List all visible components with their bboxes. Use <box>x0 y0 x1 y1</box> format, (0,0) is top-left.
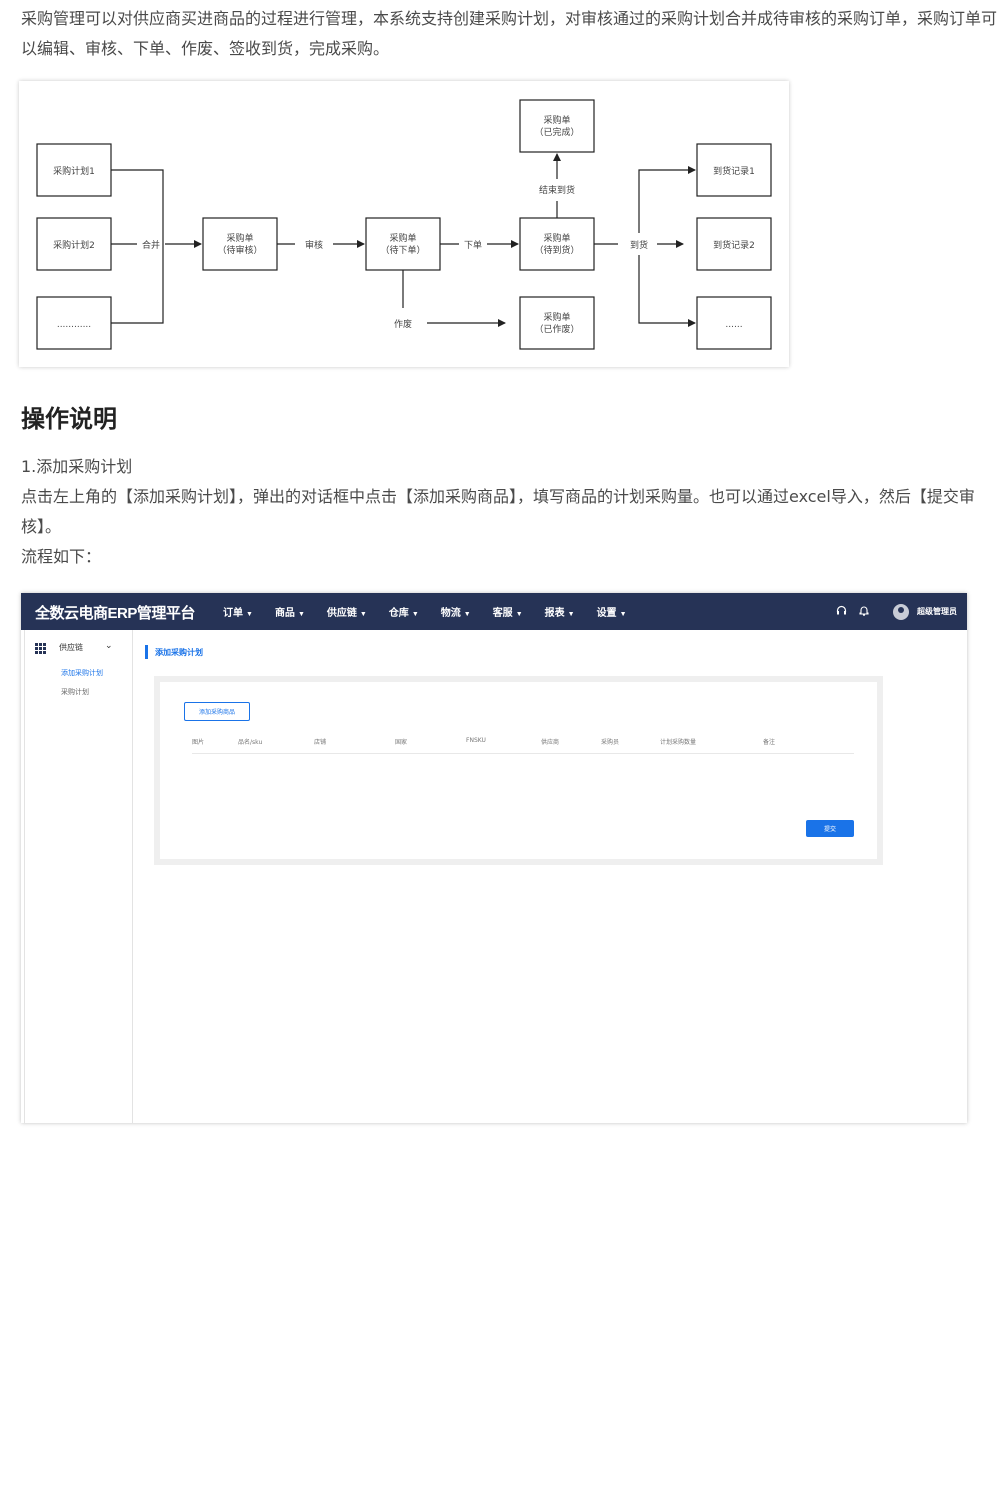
nav-logistics[interactable]: 物流▼ <box>440 608 471 619</box>
node-record2 <box>696 217 772 271</box>
sidebar-item-plans[interactable]: 采购计划 <box>61 688 89 696</box>
nav-reports[interactable]: 报表▼ <box>544 608 575 619</box>
nav-products[interactable]: 商品▼ <box>274 608 305 619</box>
node-record1 <box>696 143 772 197</box>
label-order: 下单 <box>464 239 482 251</box>
label-record1: 到货记录1 <box>713 165 755 177</box>
nav-warehouse[interactable]: 仓库▼ <box>388 608 419 619</box>
sidebar-group-label: 供应链 <box>59 643 83 652</box>
nav-supply-chain[interactable]: 供应链▼ <box>326 608 367 619</box>
caret-down-icon: ▼ <box>297 611 305 618</box>
label-pending-review-2: （待审核） <box>217 244 262 256</box>
label-void: 作废 <box>394 318 412 330</box>
caret-down-icon: ▼ <box>246 611 253 618</box>
col-image: 图片 <box>192 739 205 746</box>
caret-down-icon: ▼ <box>411 611 419 618</box>
nav-settings[interactable]: 设置▼ <box>596 608 627 619</box>
caret-down-icon: ▼ <box>619 611 627 618</box>
step1-title: 1.添加采购计划 <box>21 457 133 476</box>
submit-button[interactable]: 提交 <box>806 820 854 837</box>
intro-paragraph: 采购管理可以对供应商买进商品的过程进行管理，本系统支持创建采购计划，对审核通过的… <box>21 9 998 58</box>
breadcrumb: 添加采购计划 <box>155 648 203 657</box>
label-plan-more: ............ <box>57 320 91 330</box>
nav-orders[interactable]: 订单▼ <box>223 608 253 619</box>
label-pending-arrival-2: （待到货） <box>534 244 579 256</box>
app-screenshot: 全数云电商ERP管理平台 订单▼ 商品▼ 供应链▼ 仓库▼ 物流▼ 客服▼ 报表… <box>21 593 967 1123</box>
section-title: 操作说明 <box>21 405 117 433</box>
node-plan2 <box>36 217 112 271</box>
step1-description: 点击左上角的【添加采购计划】，弹出的对话框中点击【添加采购商品】，填写商品的计划… <box>21 487 975 536</box>
bell-icon[interactable] <box>859 605 869 619</box>
label-review: 审核 <box>305 239 323 251</box>
col-remark: 备注 <box>763 739 776 746</box>
col-supplier: 供应商 <box>541 739 560 746</box>
col-name-sku: 品名/sku <box>238 739 263 746</box>
label-pending-order-1: 采购单 <box>389 232 416 244</box>
avatar[interactable] <box>893 603 909 620</box>
main-nav: 订单▼ 商品▼ 供应链▼ 仓库▼ 物流▼ 客服▼ 报表▼ 设置▼ <box>223 593 649 630</box>
node-plan1 <box>36 143 112 197</box>
flowchart: 采购计划1 采购计划2 ............ 合并 采购单 （待审核） 审核… <box>19 81 789 367</box>
label-completed-2: （已完成） <box>534 126 579 138</box>
node-voided <box>519 296 595 350</box>
user-name[interactable]: 超级管理员 <box>917 607 957 616</box>
label-plan1: 采购计划1 <box>53 165 95 177</box>
label-voided-1: 采购单 <box>543 311 570 323</box>
chevron-down-icon: ⌄ <box>105 641 113 651</box>
caret-down-icon: ▼ <box>359 611 367 618</box>
headset-icon[interactable] <box>836 605 847 619</box>
node-record-more <box>696 296 772 350</box>
node-pending-review <box>202 217 278 271</box>
label-voided-2: （已作废） <box>534 323 579 335</box>
caret-down-icon: ▼ <box>515 611 523 618</box>
top-navbar: 全数云电商ERP管理平台 订单▼ 商品▼ 供应链▼ 仓库▼ 物流▼ 客服▼ 报表… <box>21 593 967 630</box>
flow-label: 流程如下： <box>21 547 102 566</box>
node-plan-more <box>36 296 112 350</box>
add-goods-button[interactable]: 添加采购商品 <box>184 702 250 721</box>
node-completed <box>519 99 595 153</box>
dialog-frame: 添加采购商品 图片 品名/sku 店铺 国家 FNSKU 供应商 采购员 计划采… <box>154 676 883 865</box>
label-finish-arrival: 结束到货 <box>539 184 575 196</box>
sidebar: 供应链 ⌄ 添加采购计划 采购计划 <box>24 630 133 1123</box>
flowchart-svg: 采购计划1 采购计划2 ............ 合并 采购单 （待审核） 审核… <box>36 99 772 350</box>
breadcrumb-marker <box>145 645 148 659</box>
col-plan-qty: 计划采购数量 <box>660 739 697 746</box>
label-merge: 合并 <box>142 239 160 251</box>
topbar-right: 超级管理员 <box>824 593 957 630</box>
brand-logo: 全数云电商ERP管理平台 <box>35 605 195 622</box>
label-record-more: ...... <box>725 320 742 330</box>
col-buyer: 采购员 <box>601 739 620 746</box>
label-plan2: 采购计划2 <box>53 239 95 251</box>
label-arrival: 到货 <box>630 239 648 251</box>
grid-icon <box>35 643 46 654</box>
label-completed-1: 采购单 <box>543 114 570 126</box>
sidebar-group-supply-chain[interactable]: 供应链 ⌄ <box>35 641 125 656</box>
label-pending-review-1: 采购单 <box>226 232 253 244</box>
sidebar-item-add-plan[interactable]: 添加采购计划 <box>61 669 103 677</box>
label-pending-arrival-1: 采购单 <box>543 232 570 244</box>
node-pending-arrival <box>519 217 595 271</box>
col-shop: 店铺 <box>314 739 327 746</box>
node-pending-order <box>365 217 441 271</box>
label-record2: 到货记录2 <box>713 239 755 251</box>
table-header: 图片 品名/sku 店铺 国家 FNSKU 供应商 采购员 计划采购数量 备注 <box>192 737 854 754</box>
col-country: 国家 <box>395 739 408 746</box>
caret-down-icon: ▼ <box>463 611 471 618</box>
dialog-panel: 添加采购商品 图片 品名/sku 店铺 国家 FNSKU 供应商 采购员 计划采… <box>160 682 877 859</box>
label-pending-order-2: （待下单） <box>380 244 425 256</box>
caret-down-icon: ▼ <box>567 611 575 618</box>
nav-customer-service[interactable]: 客服▼ <box>492 608 523 619</box>
col-fnsku: FNSKU <box>466 737 486 744</box>
